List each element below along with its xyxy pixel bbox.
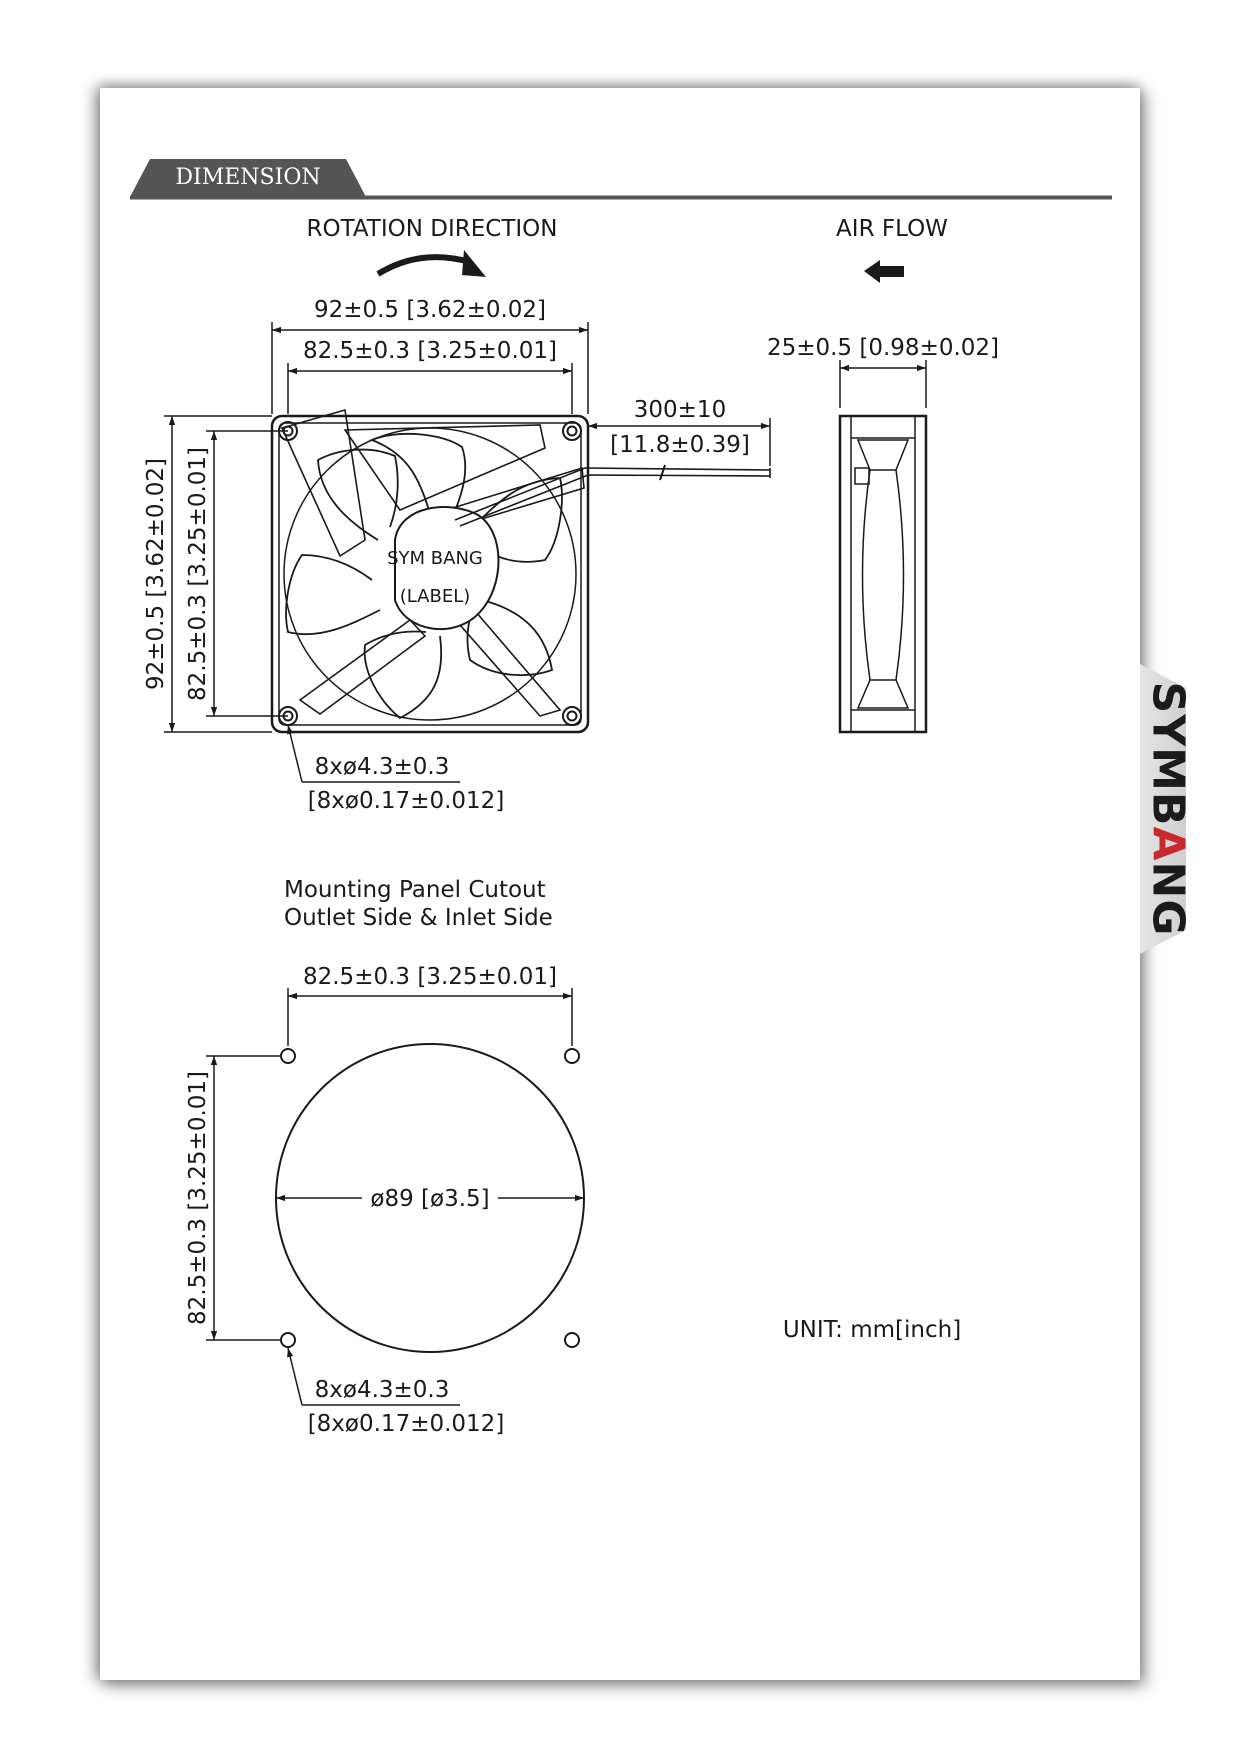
hole-spec-inch-label: [8xø0.17±0.012] [308,788,505,814]
cutout-hole-spec-label: 8xø4.3±0.3 [315,1377,450,1403]
cutout-diameter-label: ø89 [ø3.5] [370,1186,489,1212]
cutout-hole-icon [564,1048,580,1064]
section-title: DIMENSION [175,165,320,190]
hub-label-line2: (LABEL) [400,586,471,607]
fan-side-view [838,414,928,734]
airflow-arrow-icon [864,260,904,283]
cutout-hole-icon [280,1332,296,1348]
section-header: DIMENSION [130,159,1112,200]
cutout-title-line1: Mounting Panel Cutout [284,877,546,903]
cutout-hole-icon [280,1048,296,1064]
overall-width-label: 92±0.5 [3.62±0.02] [314,297,546,323]
airflow-label: AIR FLOW [836,216,948,242]
lead-length-label: 300±10 [634,397,726,423]
datasheet-page [100,88,1140,1680]
hole-spacing-width-label: 82.5±0.3 [3.25±0.01] [303,338,557,364]
rotation-arrow-icon [376,250,486,277]
hole-spec-label: 8xø4.3±0.3 [315,754,450,780]
height-dimension-lines [164,415,288,733]
mounting-hole-icon [562,421,582,441]
cutout-hole-spec-inch-label: [8xø0.17±0.012] [308,1411,505,1437]
panel-cutout-view [206,988,585,1406]
lead-wire [454,464,771,527]
section-header-tab [130,159,366,197]
thickness-label: 25±0.5 [0.98±0.02] [767,335,999,361]
overall-height-label: 92±0.5 [3.62±0.02] [143,458,169,690]
unit-label: UNIT: mm[inch] [783,1317,961,1343]
width-dimension-lines [271,322,589,414]
mounting-hole-icon [562,706,582,726]
cutout-title-line2: Outlet Side & Inlet Side [284,905,553,931]
cutout-height-label: 82.5±0.3 [3.25±0.01] [185,1071,211,1325]
lead-length-dimension-lines [588,418,771,466]
fan-front-view [270,408,590,734]
rotation-direction-label: ROTATION DIRECTION [307,216,558,242]
thickness-dimension-lines [839,360,927,408]
hole-spacing-height-label: 82.5±0.3 [3.25±0.01] [185,447,211,701]
brand-side-tab: SYMBANG [1140,664,1196,954]
hub-label-line1: SYM BANG [387,548,483,569]
cutout-width-label: 82.5±0.3 [3.25±0.01] [303,964,557,990]
cutout-hole-icon [564,1332,580,1348]
hole-spec-leader [287,724,460,783]
lead-length-inch-label: [11.8±0.39] [610,432,750,458]
